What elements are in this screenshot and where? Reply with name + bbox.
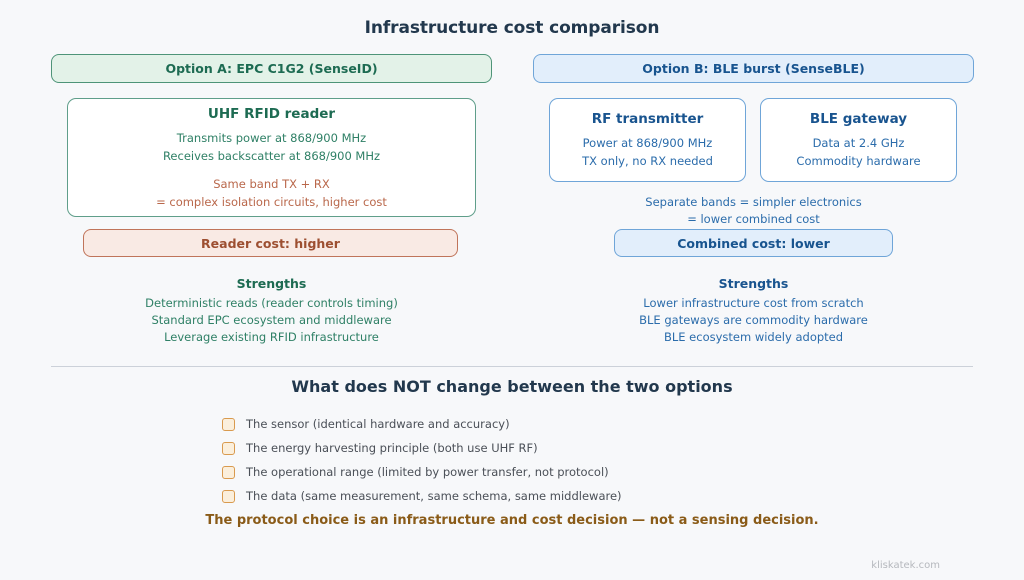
option-a-strength-1: Deterministic reads (reader controls tim…	[145, 296, 398, 310]
list-item-label: The energy harvesting principle (both us…	[246, 441, 538, 455]
uhf-rfid-reader-line-1: Transmits power at 868/900 MHz	[176, 131, 367, 145]
uhf-rfid-reader-warning-1: Same band TX + RX	[213, 177, 330, 191]
rf-transmitter-line-2: TX only, no RX needed	[582, 153, 713, 168]
conclusion-statement: The protocol choice is an infrastructure…	[205, 513, 819, 528]
rf-transmitter-box: RF transmitter Power at 868/900 MHz TX o…	[549, 98, 746, 182]
option-b-column: Option B: BLE burst (SenseBLE) RF transm…	[533, 54, 974, 344]
reader-cost-pill[interactable]: Reader cost: higher	[83, 229, 458, 257]
option-a-strength-2: Standard EPC ecosystem and middleware	[151, 313, 392, 327]
checkbox-icon[interactable]	[222, 489, 235, 503]
list-item[interactable]: The energy harvesting principle (both us…	[222, 436, 822, 460]
option-a-header[interactable]: Option A: EPC C1G2 (SenseID)	[51, 54, 492, 83]
page-title: Infrastructure cost comparison	[364, 18, 660, 38]
list-item-label: The data (same measurement, same schema,…	[246, 489, 622, 503]
unchanged-items-list: The sensor (identical hardware and accur…	[222, 412, 822, 508]
combined-cost-pill[interactable]: Combined cost: lower	[614, 229, 893, 257]
uhf-rfid-reader-title: UHF RFID reader	[207, 106, 336, 122]
rf-transmitter-title: RF transmitter	[591, 110, 704, 127]
ble-gateway-line-1: Data at 2.4 GHz	[812, 135, 905, 150]
option-a-column: Option A: EPC C1G2 (SenseID) UHF RFID re…	[51, 54, 492, 344]
option-a-strengths: Strengths Deterministic reads (reader co…	[51, 276, 492, 346]
uhf-rfid-reader-box: UHF RFID reader Transmits power at 868/9…	[67, 98, 476, 217]
separate-bands-note: Separate bands = simpler electronics = l…	[533, 194, 974, 228]
checkbox-icon[interactable]	[222, 465, 235, 479]
option-b-strength-1: Lower infrastructure cost from scratch	[643, 296, 864, 310]
option-b-strengths: Strengths Lower infrastructure cost from…	[533, 276, 974, 346]
ble-gateway-line-2: Commodity hardware	[796, 153, 921, 168]
option-b-strengths-title: Strengths	[718, 276, 789, 291]
separate-bands-note-line-2: = lower combined cost	[687, 212, 820, 226]
uhf-rfid-reader-warning-2: = complex isolation circuits, higher cos…	[156, 195, 387, 209]
section-divider	[51, 366, 973, 367]
list-item[interactable]: The sensor (identical hardware and accur…	[222, 412, 822, 436]
option-b-strength-2: BLE gateways are commodity hardware	[639, 313, 868, 327]
rf-transmitter-line-1: Power at 868/900 MHz	[582, 135, 713, 150]
uhf-rfid-reader-line-2: Receives backscatter at 868/900 MHz	[162, 149, 381, 163]
list-item-label: The operational range (limited by power …	[246, 465, 609, 479]
option-b-box-pair: RF transmitter Power at 868/900 MHz TX o…	[549, 98, 958, 182]
separate-bands-note-line-1: Separate bands = simpler electronics	[645, 195, 862, 209]
ble-gateway-box: BLE gateway Data at 2.4 GHz Commodity ha…	[760, 98, 957, 182]
list-item[interactable]: The operational range (limited by power …	[222, 460, 822, 484]
list-item[interactable]: The data (same measurement, same schema,…	[222, 484, 822, 508]
bottom-section-title: What does NOT change between the two opt…	[291, 377, 733, 396]
option-b-header[interactable]: Option B: BLE burst (SenseBLE)	[533, 54, 974, 83]
watermark: kliskatek.com	[871, 560, 940, 571]
checkbox-icon[interactable]	[222, 417, 235, 431]
list-item-label: The sensor (identical hardware and accur…	[246, 417, 510, 431]
checkbox-icon[interactable]	[222, 441, 235, 455]
ble-gateway-title: BLE gateway	[809, 110, 908, 127]
option-b-strength-3: BLE ecosystem widely adopted	[663, 330, 844, 344]
option-a-strength-3: Leverage existing RFID infrastructure	[164, 330, 379, 344]
option-a-strengths-title: Strengths	[236, 276, 307, 291]
